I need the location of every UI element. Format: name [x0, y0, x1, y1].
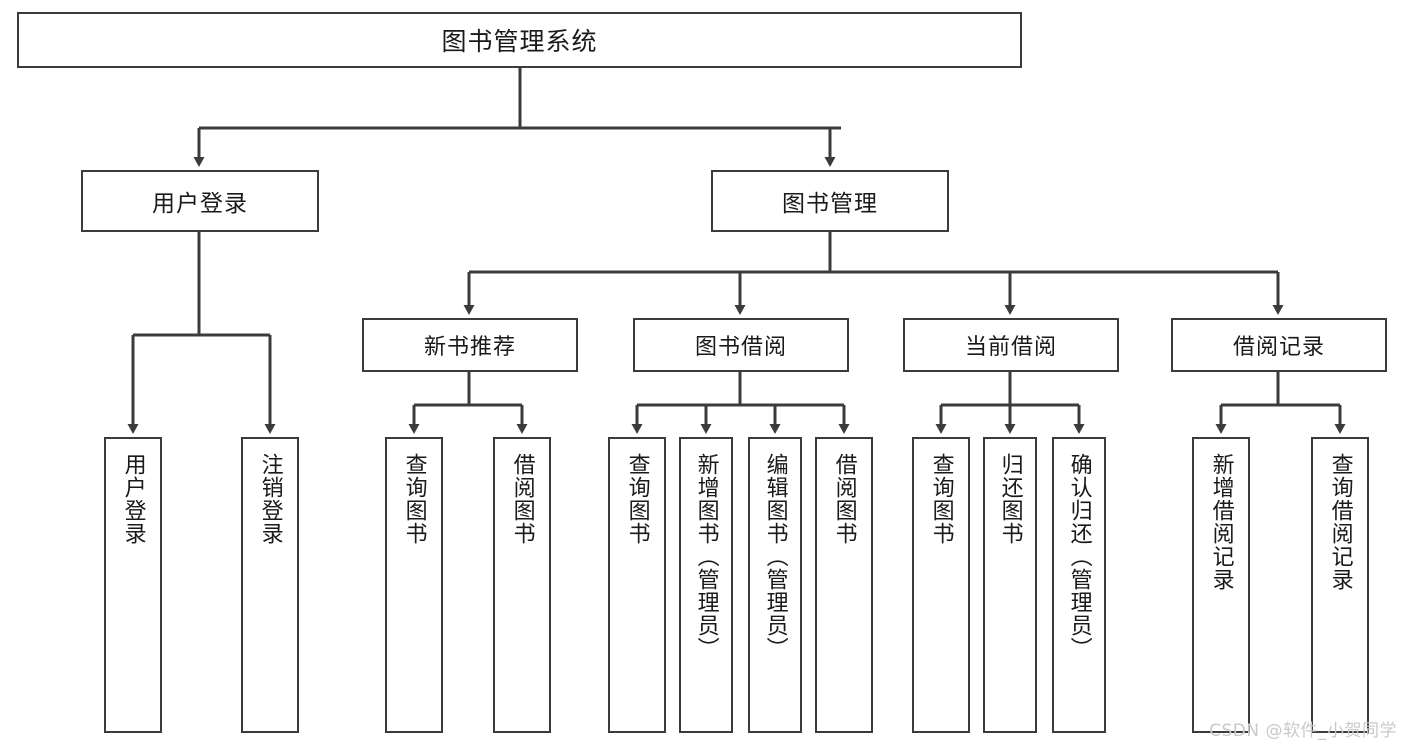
- node-label: 新增图书（管理员）: [693, 453, 719, 660]
- node-label: 图书管理: [782, 191, 878, 217]
- node-borrow-record[interactable]: 借阅记录: [1171, 318, 1387, 372]
- node-label: 图书借阅: [694, 335, 787, 360]
- node-label: 查询图书: [624, 453, 650, 545]
- leaf-book-borrow-borrow-book[interactable]: 借阅图书: [815, 437, 873, 733]
- node-label: 查询借阅记录: [1327, 453, 1353, 591]
- node-user-login[interactable]: 用户登录: [81, 170, 319, 232]
- node-label: 借阅图书: [831, 453, 857, 545]
- leaf-book-borrow-edit-book-admin[interactable]: 编辑图书（管理员）: [748, 437, 802, 733]
- leaf-new-book-borrow-book[interactable]: 借阅图书: [493, 437, 551, 733]
- node-book-borrow[interactable]: 图书借阅: [633, 318, 849, 372]
- leaf-book-borrow-query-book[interactable]: 查询图书: [608, 437, 666, 733]
- node-book-management[interactable]: 图书管理: [711, 170, 949, 232]
- node-label: 注销登录: [257, 453, 283, 545]
- node-label: 新书推荐: [423, 335, 516, 360]
- node-root-book-management-system[interactable]: 图书管理系统: [17, 12, 1022, 68]
- node-label: 确认归还（管理员）: [1066, 453, 1092, 660]
- leaf-book-borrow-add-book-admin[interactable]: 新增图书（管理员）: [679, 437, 733, 733]
- node-label: 归还图书: [997, 453, 1023, 545]
- leaf-borrow-record-add-record[interactable]: 新增借阅记录: [1192, 437, 1250, 733]
- node-label: 编辑图书（管理员）: [762, 453, 788, 660]
- leaf-user-login-logout[interactable]: 注销登录: [241, 437, 299, 733]
- leaf-borrow-record-query-record[interactable]: 查询借阅记录: [1311, 437, 1369, 733]
- node-label: 借阅记录: [1232, 335, 1325, 360]
- leaf-user-login-login[interactable]: 用户登录: [104, 437, 162, 733]
- csdn-watermark: CSDN @软件_小贺同学: [1209, 721, 1397, 741]
- leaf-current-borrow-confirm-return-admin[interactable]: 确认归还（管理员）: [1052, 437, 1106, 733]
- leaf-current-borrow-return-book[interactable]: 归还图书: [983, 437, 1037, 733]
- leaf-new-book-query-book[interactable]: 查询图书: [385, 437, 443, 733]
- leaf-current-borrow-query-book[interactable]: 查询图书: [912, 437, 970, 733]
- node-label: 借阅图书: [509, 453, 535, 545]
- node-label: 查询图书: [401, 453, 427, 545]
- node-label: 用户登录: [120, 453, 146, 545]
- node-new-book-recommend[interactable]: 新书推荐: [362, 318, 578, 372]
- node-current-borrow[interactable]: 当前借阅: [903, 318, 1119, 372]
- node-label: 当前借阅: [964, 335, 1057, 360]
- node-label: 图书管理系统: [441, 27, 598, 56]
- node-label: 用户登录: [152, 191, 248, 217]
- node-label: 查询图书: [928, 453, 954, 545]
- node-label: 新增借阅记录: [1208, 453, 1234, 591]
